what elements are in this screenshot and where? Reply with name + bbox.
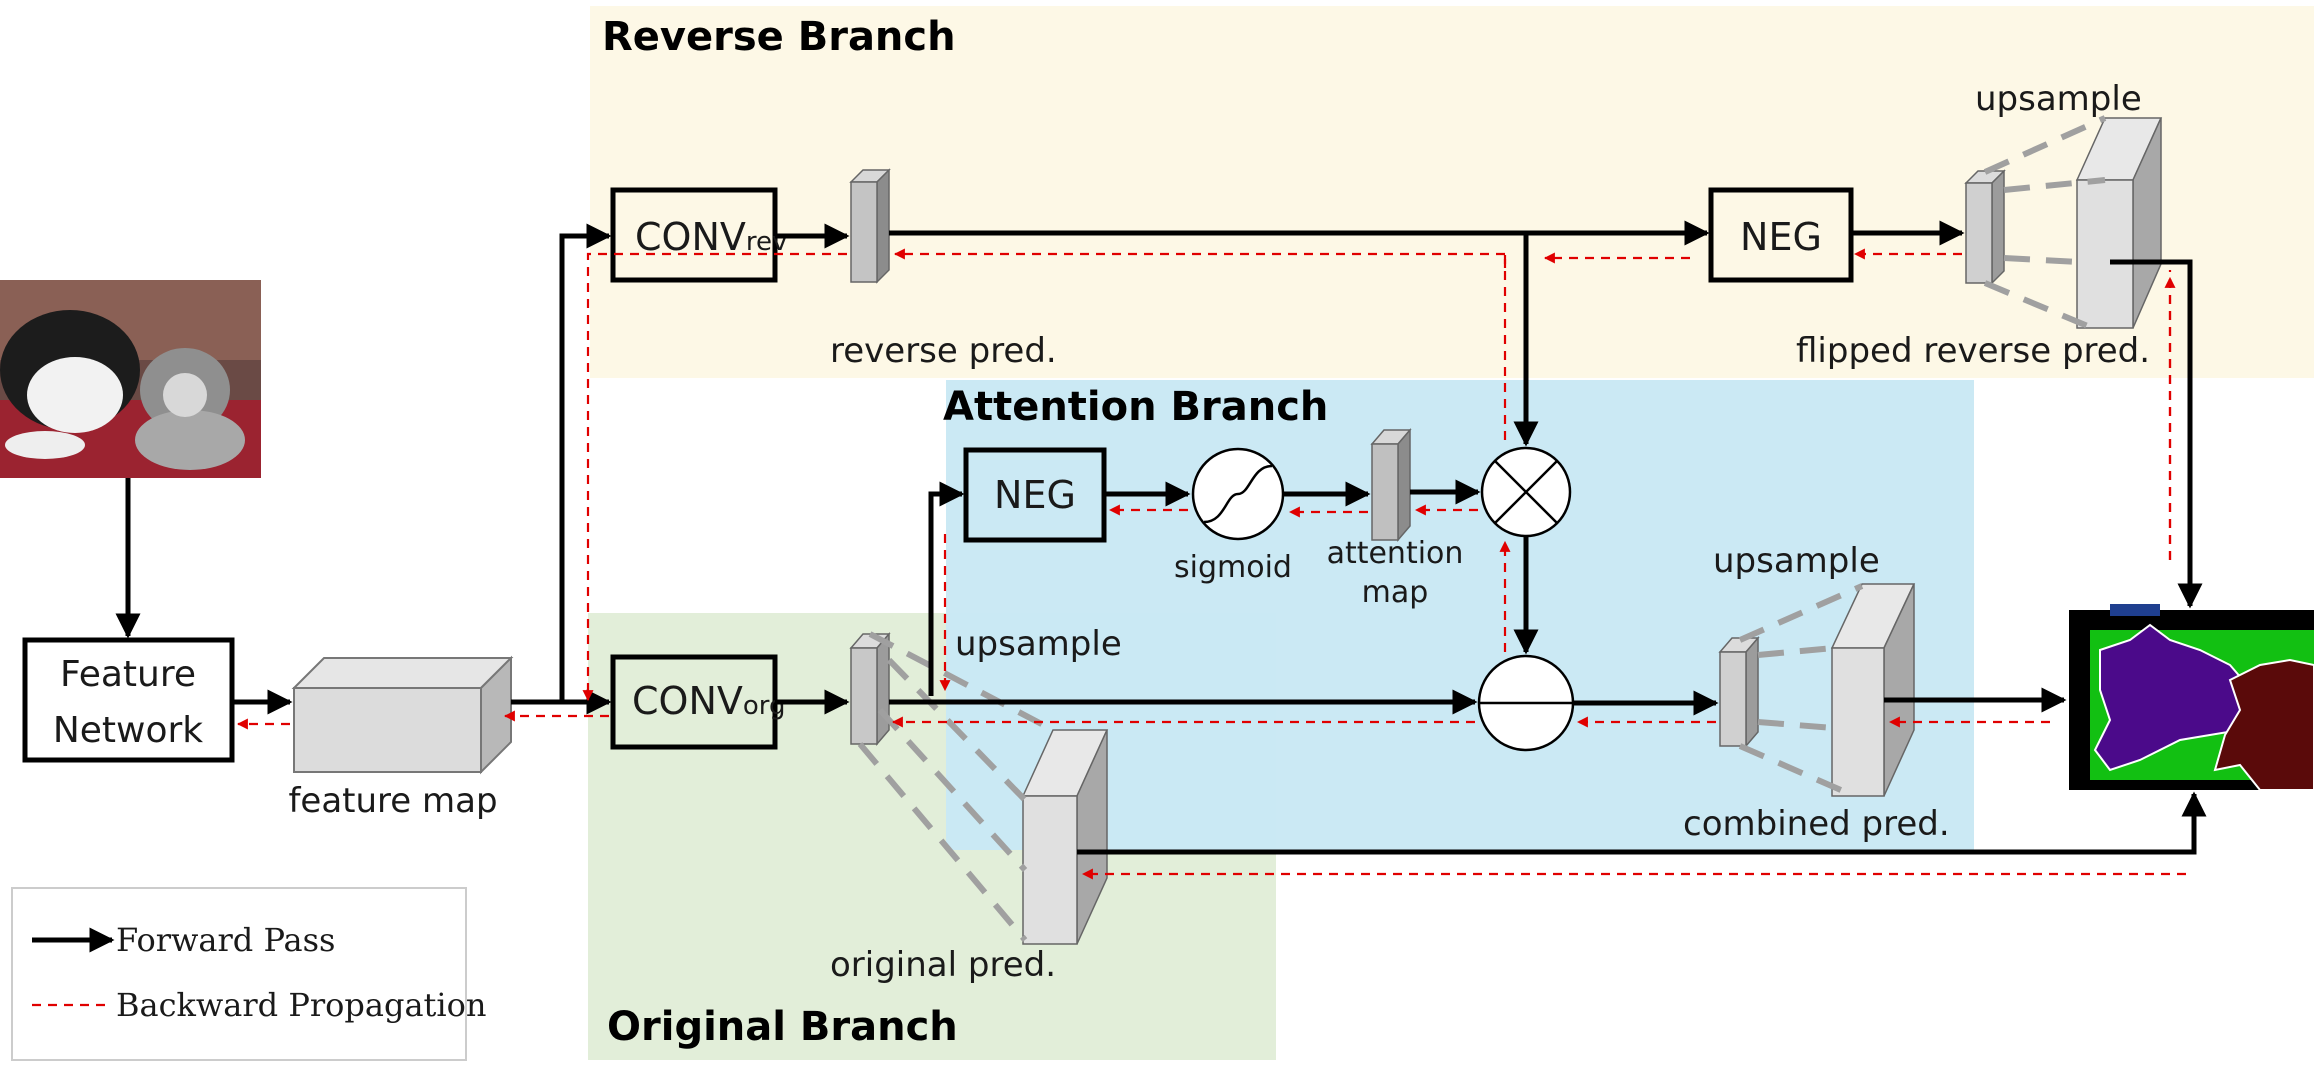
flipped-reverse-large-slab xyxy=(2075,117,2163,329)
original-branch-title: Original Branch xyxy=(607,1004,958,1050)
combined-large-slab xyxy=(1830,583,1916,797)
attention-branch-overlap xyxy=(946,613,1276,850)
conv-rev-label: CONVrev xyxy=(635,215,787,259)
subtract-circle xyxy=(1477,654,1575,752)
original-large-slab xyxy=(1021,729,1109,945)
input-image xyxy=(0,280,261,478)
combined-pred-label: combined pred. xyxy=(1683,804,1950,844)
attention-map-label-line2: map xyxy=(1362,575,1429,610)
flipped-reverse-pred-label: flipped reverse pred. xyxy=(1796,331,2150,371)
legend-forward-label: Forward Pass xyxy=(116,921,335,959)
reverse-branch-title: Reverse Branch xyxy=(602,14,956,60)
reverse-branch-bg xyxy=(590,6,2314,378)
combined-small-slab xyxy=(1718,635,1760,749)
attention-map-label-line1: attention xyxy=(1327,536,1464,571)
reverse-pred-slab xyxy=(849,168,891,284)
flipped-reverse-small-slab xyxy=(1964,169,2006,285)
feature-network-label-line1: Feature xyxy=(60,654,196,695)
original-small-slab xyxy=(849,631,891,747)
legend-backward-label: Backward Propagation xyxy=(116,986,487,1024)
attention-branch-title: Attention Branch xyxy=(943,384,1328,430)
original-pred-label: original pred. xyxy=(830,945,1056,985)
upsample-combined-dashes xyxy=(1738,583,1864,797)
feature-network-label-line2: Network xyxy=(53,710,203,751)
neg-attention-label: NEG xyxy=(994,473,1076,517)
upsample-combined-label: upsample xyxy=(1713,541,1880,581)
upsample-top-dashes xyxy=(1983,115,2107,330)
attention-map-slab xyxy=(1370,427,1412,543)
sigmoid-label: sigmoid xyxy=(1174,550,1292,585)
neg-top-label: NEG xyxy=(1740,215,1822,259)
segmentation-output xyxy=(2069,604,2314,791)
sigmoid-circle xyxy=(1191,447,1285,541)
feature-map-label: feature map xyxy=(288,781,497,821)
legend: Forward Pass Backward Propagation xyxy=(11,887,487,1061)
reverse-pred-label: reverse pred. xyxy=(830,331,1057,371)
upsample-top-label: upsample xyxy=(1975,79,2142,119)
forward-arrows xyxy=(115,220,2207,855)
conv-org-label: CONVorg xyxy=(632,679,786,723)
feature-map-block xyxy=(291,655,514,775)
multiply-circle xyxy=(1480,446,1572,538)
upsample-original-label: upsample xyxy=(955,624,1122,664)
upsample-original-dashes xyxy=(857,631,1055,942)
backward-arrows xyxy=(236,248,2186,880)
